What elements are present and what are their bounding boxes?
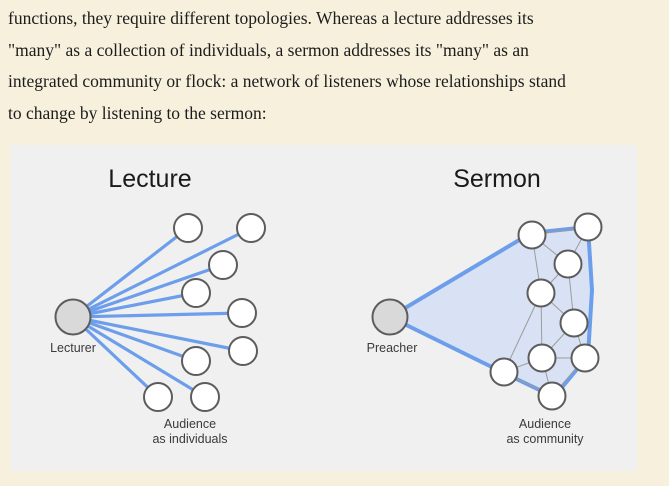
lecture-audience-node bbox=[228, 336, 258, 366]
lecture-audience-node bbox=[236, 213, 266, 243]
lecture-spoke-line bbox=[72, 311, 243, 319]
lecture-spoke-line bbox=[72, 315, 244, 353]
lecture-audience-node bbox=[181, 346, 211, 376]
lecture-spoke-line bbox=[72, 291, 197, 319]
paragraph-line: to change by listening to the sermon: bbox=[8, 102, 267, 123]
lecturer-label: Lecturer bbox=[50, 341, 96, 355]
paragraph-line: functions, they require different topolo… bbox=[8, 8, 534, 28]
sermon-audience-node bbox=[526, 278, 556, 308]
sermon-title: Sermon bbox=[453, 165, 541, 193]
lecture-audience-label-line1: Audience bbox=[163, 417, 217, 431]
lecture-spoke-line bbox=[72, 315, 206, 399]
sermon-audience-label-line2: as community bbox=[506, 432, 584, 446]
lecture-audience-node bbox=[143, 382, 173, 412]
paragraph-line: "many" as a collection of individuals, a… bbox=[8, 39, 529, 60]
paragraph-line: integrated community or flock: a network… bbox=[8, 71, 566, 91]
lecture-audience-node bbox=[208, 250, 238, 280]
lecture-audience-node bbox=[190, 382, 220, 412]
sermon-audience-node bbox=[553, 249, 583, 279]
sermon-audience-node bbox=[570, 343, 600, 373]
sermon-audience-label: Audience as community bbox=[506, 417, 583, 447]
topology-diagram bbox=[54, 212, 603, 412]
sermon-audience-label-line1: Audience bbox=[518, 417, 572, 431]
sermon-audience-node bbox=[573, 212, 603, 242]
lecture-spoke-line bbox=[72, 226, 189, 319]
lecture-spoke-line bbox=[72, 263, 224, 319]
sermon-audience-node bbox=[559, 308, 589, 338]
lecture-audience-label: Audience as individuals bbox=[152, 417, 227, 447]
sermon-audience-node bbox=[489, 357, 519, 387]
preacher-label: Preacher bbox=[366, 341, 418, 355]
sermon-audience-node bbox=[527, 343, 557, 373]
lecture-audience-label-line2: as individuals bbox=[152, 432, 228, 446]
lecture-audience-node bbox=[181, 278, 211, 308]
lecture-title: Lecture bbox=[108, 165, 192, 193]
lecturer-hub-node bbox=[54, 298, 92, 336]
sermon-network-edge bbox=[503, 292, 542, 373]
lecture-spoke-line bbox=[71, 315, 160, 399]
sermon-audience-node bbox=[537, 381, 567, 411]
lecture-spoke-line bbox=[72, 315, 197, 363]
topology-figure-panel: Lecture Sermon Lecturer Preacher Audienc… bbox=[10, 145, 637, 471]
lecture-audience-node bbox=[173, 213, 203, 243]
lecture-spoke-line bbox=[72, 226, 252, 319]
preacher-hub-node bbox=[371, 298, 409, 336]
lecture-audience-node bbox=[227, 298, 257, 328]
article-paragraph: functions, they require different topolo… bbox=[0, 0, 669, 129]
sermon-audience-node bbox=[517, 220, 547, 250]
